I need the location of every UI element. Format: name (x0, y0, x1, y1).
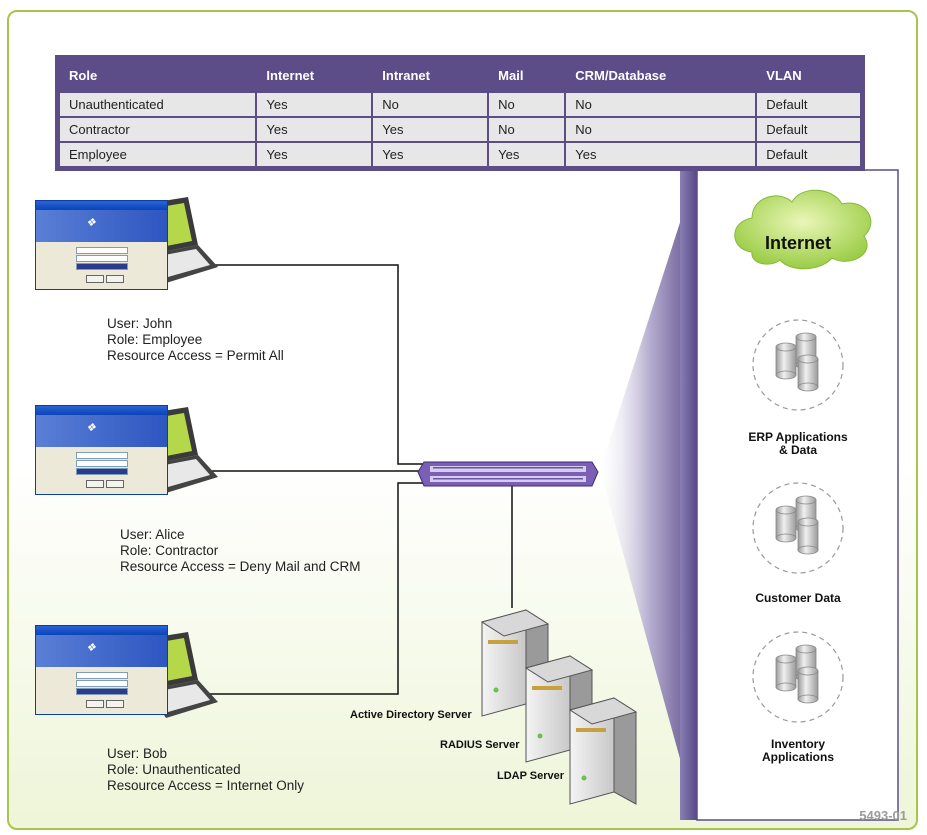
windows-logo-banner: ❖ (36, 415, 167, 447)
user-name: User: Bob (107, 746, 168, 761)
windows-logo-icon: ❖ (86, 217, 96, 229)
resource-label-line: Inventory (770, 737, 825, 751)
domain-field (76, 468, 128, 475)
fan-edge-bar (680, 170, 700, 820)
dialog-titlebar (36, 626, 167, 635)
table-cell: No (489, 118, 565, 141)
table-cell: Yes (257, 93, 372, 116)
windows-login-dialog: ❖ (35, 625, 168, 715)
windows-login-dialog: ❖ (35, 405, 168, 495)
windows-logo-icon: ❖ (86, 642, 96, 654)
database-icon (752, 319, 844, 411)
internet-label: Internet (764, 233, 831, 253)
domain-field (76, 263, 128, 270)
column-header: VLAN (757, 60, 860, 91)
table-cell: Employee (60, 143, 256, 166)
user-caption-john: User: John Role: Employee Resource Acces… (107, 316, 284, 364)
cancel-button (106, 700, 124, 708)
table-cell: No (566, 93, 756, 116)
windows-logo-banner: ❖ (36, 635, 167, 667)
table-cell: Yes (257, 143, 372, 166)
ok-button (86, 275, 104, 283)
user-role: Role: Unauthenticated (107, 762, 241, 777)
password-field (76, 680, 128, 687)
database-icon (752, 631, 844, 723)
username-field (76, 452, 128, 459)
role-access-table: Role Internet Intranet Mail CRM/Database… (55, 55, 865, 171)
domain-field (76, 688, 128, 695)
resource-label-line: Customer Data (755, 591, 841, 605)
table-cell: No (489, 93, 565, 116)
column-header: CRM/Database (566, 60, 756, 91)
table-cell: Default (757, 143, 860, 166)
user-access: Resource Access = Permit All (107, 348, 284, 363)
resource-label-inventory: Inventory Applications (718, 738, 878, 764)
table-cell: Yes (373, 143, 488, 166)
cancel-button (106, 275, 124, 283)
user-role: Role: Employee (107, 332, 203, 347)
windows-login-dialog: ❖ (35, 200, 168, 290)
table-cell: No (566, 118, 756, 141)
username-field (76, 672, 128, 679)
column-header: Internet (257, 60, 372, 91)
server-label: RADIUS Server (440, 739, 520, 751)
user-role: Role: Contractor (120, 543, 219, 558)
internet-cloud-icon (734, 189, 872, 270)
table-cell: Default (757, 118, 860, 141)
username-field (76, 247, 128, 254)
table-row: Employee Yes Yes Yes Yes Default (60, 143, 860, 166)
dialog-titlebar (36, 201, 167, 210)
resource-label-line: & Data (778, 443, 817, 457)
windows-logo-icon: ❖ (86, 422, 96, 434)
ok-button (86, 700, 104, 708)
resource-label-line: ERP Applications (748, 430, 848, 444)
server-label: Active Directory Server (350, 709, 472, 721)
table-row: Contractor Yes Yes No No Default (60, 118, 860, 141)
table-cell: Yes (257, 118, 372, 141)
column-header: Intranet (373, 60, 488, 91)
table-cell: No (373, 93, 488, 116)
password-field (76, 460, 128, 467)
resource-label-customer: Customer Data (718, 592, 878, 605)
user-caption-bob: User: Bob Role: Unauthenticated Resource… (107, 746, 304, 794)
windows-logo-banner: ❖ (36, 210, 167, 242)
table-cell: Unauthenticated (60, 93, 256, 116)
password-field (76, 255, 128, 262)
connection-lines (184, 264, 513, 695)
ok-button (86, 480, 104, 488)
table-cell: Default (757, 93, 860, 116)
server-label: LDAP Server (497, 770, 565, 782)
column-header: Mail (489, 60, 565, 91)
server-icon (568, 697, 638, 805)
resource-label-erp: ERP Applications & Data (718, 431, 878, 457)
table-row: Unauthenticated Yes No No No Default (60, 93, 860, 116)
user-name: User: John (107, 316, 173, 331)
resource-label-line: Applications (761, 750, 834, 764)
table-cell: Yes (566, 143, 756, 166)
figure-number: 5493-01 (859, 808, 907, 823)
user-name: User: Alice (120, 527, 185, 542)
table-cell: Contractor (60, 118, 256, 141)
database-icon (752, 482, 844, 574)
access-fan (600, 170, 697, 820)
user-access: Resource Access = Deny Mail and CRM (120, 559, 361, 574)
network-switch-icon (417, 461, 599, 487)
user-access: Resource Access = Internet Only (107, 778, 304, 793)
table-cell: Yes (489, 143, 565, 166)
table-cell: Yes (373, 118, 488, 141)
cancel-button (106, 480, 124, 488)
user-caption-alice: User: Alice Role: Contractor Resource Ac… (120, 527, 360, 575)
table-header-row: Role Internet Intranet Mail CRM/Database… (60, 60, 860, 91)
column-header: Role (60, 60, 256, 91)
dialog-titlebar (36, 406, 167, 415)
